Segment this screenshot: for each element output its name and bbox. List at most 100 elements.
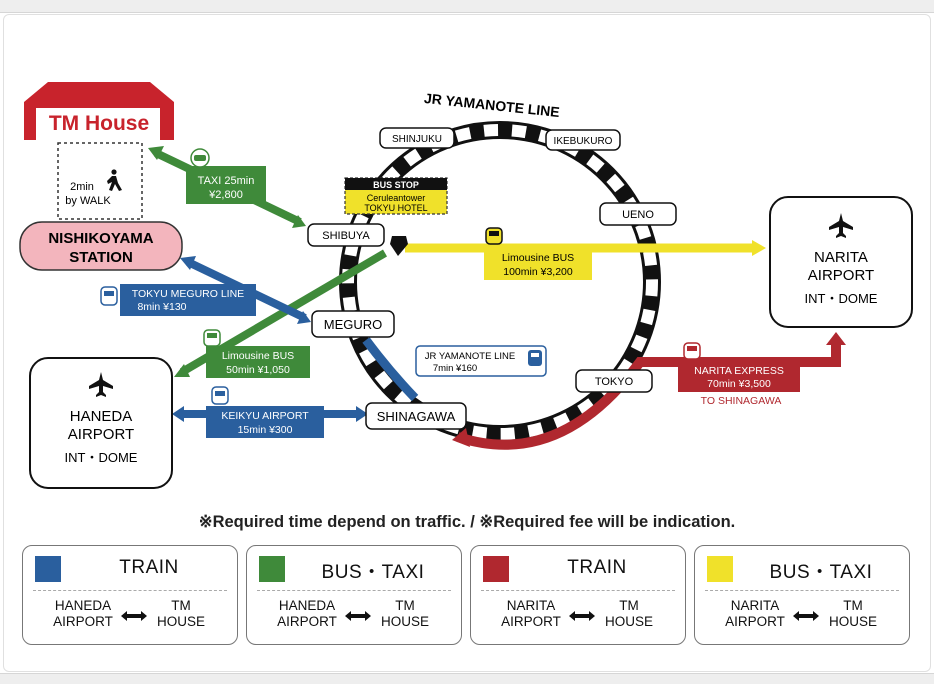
haneda-airport: HANEDA AIRPORT INT・DOME [29, 357, 173, 489]
svg-text:AIRPORT: AIRPORT [68, 426, 134, 443]
svg-text:TO SHINAGAWA: TO SHINAGAWA [701, 395, 782, 407]
train-icon [683, 342, 701, 360]
bottom-bar [0, 673, 934, 684]
svg-text:Limousine BUS: Limousine BUS [502, 252, 574, 264]
svg-text:50min ¥1,050: 50min ¥1,050 [226, 364, 290, 376]
station-shibuya: SHIBUYA [307, 223, 385, 247]
legend-title: TRAIN [567, 557, 627, 578]
taxi-arrow-end [292, 215, 306, 228]
station-meguro: MEGURO [311, 310, 395, 338]
limousine-narita-arrowhead [752, 240, 766, 256]
limousine-haneda-route-label: Limousine BUS 50min ¥1,050 [203, 329, 310, 378]
svg-text:15min ¥300: 15min ¥300 [238, 424, 293, 436]
legend-swatch [707, 556, 733, 582]
svg-text:TAXI 25min: TAXI 25min [198, 175, 255, 187]
legend-title: BUS・TAXI [769, 562, 873, 583]
tm-house: TM House [24, 82, 174, 140]
double-arrow-icon [793, 611, 819, 621]
narita-express-arrowhead [826, 332, 846, 345]
svg-text:TOKYO: TOKYO [595, 376, 634, 388]
meguro-line-route-label: TOKYU MEGURO LINE 8min ¥130 [100, 284, 256, 316]
double-arrow-icon [121, 611, 147, 621]
svg-text:MEGURO: MEGURO [324, 317, 383, 332]
svg-text:UENO: UENO [622, 209, 654, 221]
double-arrow-icon [345, 611, 371, 621]
meguro-line-arrow-end [297, 311, 311, 324]
yamanote-route-label: JR YAMANOTE LINE 7min ¥160 [415, 345, 547, 377]
svg-text:100min ¥3,200: 100min ¥3,200 [503, 266, 573, 278]
train-icon [100, 286, 118, 306]
narita-express-route-label: NARITA EXPRESS 70min ¥3,500 TO SHINAGAWA [678, 342, 800, 407]
svg-text:TOKYU HOTEL: TOKYU HOTEL [364, 203, 427, 213]
keikyu-route-label: KEIKYU AIRPORT 15min ¥300 [206, 386, 324, 438]
svg-text:Ceruleantower: Ceruleantower [367, 193, 426, 203]
legend-swatch [35, 556, 61, 582]
tm-house-label: TM House [49, 112, 149, 135]
walk-path [57, 142, 143, 220]
ring-title: JR YAMANOTE LINE [423, 90, 560, 120]
footnote: ※Required time depend on traffic. / ※Req… [198, 513, 736, 531]
train-icon [528, 350, 542, 366]
svg-text:NARITA: NARITA [814, 249, 868, 266]
legend-divider [705, 590, 899, 591]
svg-text:¥2,800: ¥2,800 [208, 189, 243, 201]
station-tokyo: TOKYO [575, 369, 653, 393]
legend-swatch [259, 556, 285, 582]
bus-stop: BUS STOP Ceruleantower TOKYU HOTEL [344, 177, 448, 256]
station-shinagawa: SHINAGAWA [365, 402, 467, 430]
bus-icon [203, 329, 221, 347]
svg-text:JR YAMANOTE LINE: JR YAMANOTE LINE [425, 351, 515, 362]
svg-text:AIRPORT: AIRPORT [808, 267, 874, 284]
svg-text:INT・DOME: INT・DOME [65, 450, 138, 465]
svg-text:HANEDA: HANEDA [70, 408, 133, 425]
airplane-icon [89, 372, 113, 397]
walk-time: 2min [70, 181, 94, 193]
svg-text:TOKYU MEGURO LINE: TOKYU MEGURO LINE [132, 288, 244, 300]
train-icon [211, 386, 229, 405]
yamanote-ring [339, 121, 661, 443]
station-ikebukuro: IKEBUKURO [545, 129, 621, 151]
nishikoyama-line2: STATION [69, 249, 133, 266]
svg-text:7min ¥160: 7min ¥160 [433, 363, 477, 374]
taxi-arrow-start [148, 146, 164, 160]
map-frame [3, 14, 931, 672]
narita-airport: NARITA AIRPORT INT・DOME [769, 196, 913, 328]
walk-mode: by WALK [65, 195, 111, 207]
legend-divider [33, 590, 227, 591]
svg-text:SHINJUKU: SHINJUKU [392, 134, 442, 145]
legend-divider [257, 590, 451, 591]
svg-text:IKEBUKURO: IKEBUKURO [554, 136, 613, 147]
nex-arrow-left [452, 428, 470, 447]
narita-express-line [456, 340, 841, 450]
legend-title: TRAIN [119, 557, 179, 578]
svg-text:BUS STOP: BUS STOP [373, 180, 419, 190]
svg-text:INT・DOME: INT・DOME [805, 291, 878, 306]
nishikoyama-box [19, 221, 183, 271]
svg-text:SHINAGAWA: SHINAGAWA [377, 409, 456, 424]
airplane-icon [829, 213, 853, 238]
svg-text:70min ¥3,500: 70min ¥3,500 [707, 378, 771, 390]
keikyu-arrow-start [172, 406, 184, 422]
bus-icon [485, 227, 503, 245]
legend-title: BUS・TAXI [321, 562, 425, 583]
svg-text:NARITA EXPRESS: NARITA EXPRESS [694, 365, 784, 377]
station-ueno: UENO [599, 202, 677, 226]
taxi-route-label: TAXI 25min ¥2,800 [186, 148, 266, 204]
station-shinjuku: SHINJUKU [379, 127, 455, 149]
taxi-icon [190, 148, 210, 168]
limousine-haneda-arrowhead [174, 364, 190, 377]
legend-swatch [483, 556, 509, 582]
meguro-line-arrow-start [180, 256, 196, 270]
limousine-narita-route-label: Limousine BUS 100min ¥3,200 [484, 227, 592, 280]
